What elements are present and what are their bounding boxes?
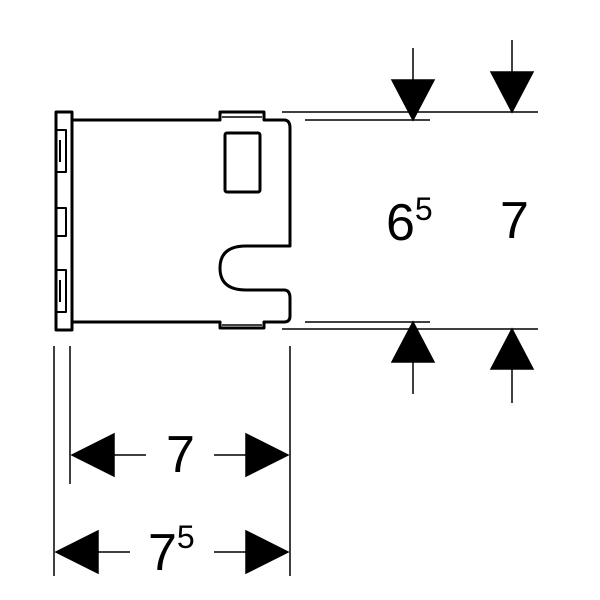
part-outline <box>54 110 292 332</box>
arrow-w75-left-head <box>54 529 99 575</box>
arrow-65-bottom-head <box>390 320 436 363</box>
arrow-w75-right-head <box>245 529 290 575</box>
dim-height-outer: 7 <box>500 192 529 250</box>
dim-width-outer: 75 <box>148 519 195 582</box>
extension-lines <box>53 111 538 576</box>
part-left-tabs <box>56 129 67 313</box>
arrow-w7-left-head <box>70 432 115 478</box>
dim-height-inner: 65 <box>386 191 433 252</box>
vertical-dimension-arrows <box>390 40 535 403</box>
arrow-w7-right-head <box>245 432 290 478</box>
dim-width-outer-sup: 5 <box>177 519 195 555</box>
part-slot <box>223 131 262 194</box>
dim-height-inner-sup: 5 <box>415 191 433 227</box>
arrow-7-top-head <box>489 71 535 114</box>
part-body <box>70 110 292 330</box>
arrow-65-top-head <box>390 79 436 122</box>
dim-width-outer-value: 7 <box>148 524 177 582</box>
part-left-clip <box>54 110 74 332</box>
dimension-labels: 65 7 7 75 <box>148 191 529 582</box>
horizontal-dimension-arrows <box>54 432 290 575</box>
dim-height-inner-value: 6 <box>386 194 415 252</box>
dim-width-inner: 7 <box>166 426 195 484</box>
arrow-7-bottom-head <box>489 327 535 370</box>
